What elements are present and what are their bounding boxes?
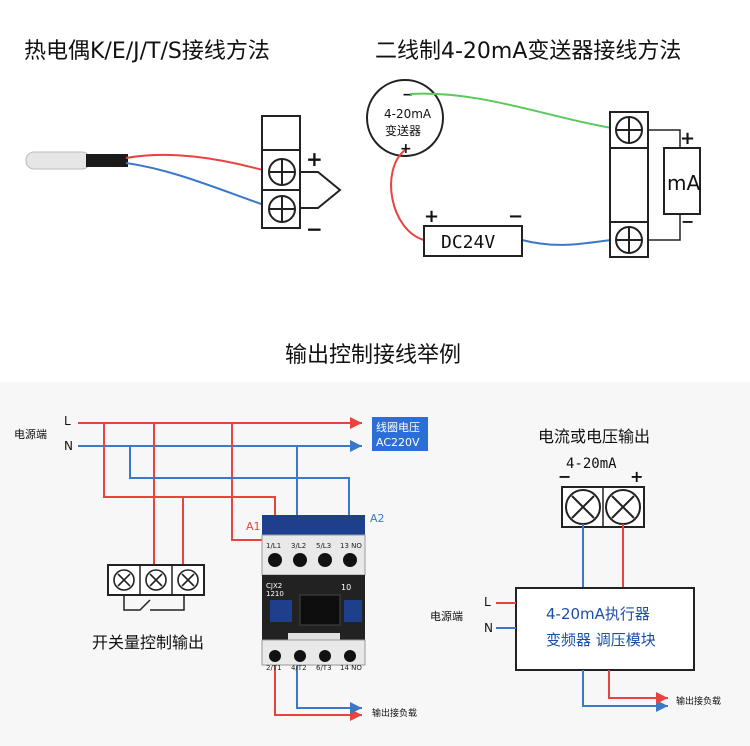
transmitter-blue-wire	[521, 239, 613, 246]
power-label-right: 电源端	[430, 609, 463, 623]
meter-wire-bottom	[648, 214, 681, 241]
terminal-screw-icon	[605, 489, 641, 525]
actuator-line1: 4-20mA执行器	[546, 605, 650, 623]
actuator-box: 4-20mA执行器 变频器 调压模块	[515, 587, 695, 671]
red-wire-a1	[231, 423, 262, 541]
title-output-control: 输出控制接线举例	[285, 343, 461, 368]
load-red-wire	[274, 660, 362, 721]
terminal-screw-icon	[268, 195, 296, 223]
contactor-model: CJX2	[266, 582, 282, 590]
label-N-left: N	[64, 439, 73, 453]
coil-voltage-label: 线圈电压 AC220V	[372, 417, 428, 451]
contactor-bottom-label-1: 2/T1	[266, 664, 282, 672]
meter-wire-top	[648, 129, 681, 148]
blue-wire-a	[129, 446, 350, 520]
analog-minus: −	[558, 467, 571, 486]
transmitter-plus: +	[400, 141, 412, 157]
contactor-bottom-label-2: 4/T2	[291, 664, 307, 672]
terminal-screw-icon	[113, 569, 135, 591]
transmitter-green-wire	[409, 92, 613, 129]
thermocouple-minus: −	[306, 217, 323, 241]
terminal-screw-icon	[565, 489, 601, 525]
title-two-wire: 二线制4-20mA变送器接线方法	[375, 39, 681, 64]
supply-plus: +	[424, 206, 439, 227]
analog-range: 4-20mA	[566, 456, 617, 472]
meter-plus: +	[680, 128, 695, 149]
transmitter-terminal-block	[609, 111, 649, 258]
dc24v-supply: DC24V + −	[423, 206, 523, 257]
supply-label: DC24V	[441, 232, 495, 253]
actuator-line2: 变频器 调压模块	[546, 631, 656, 649]
label-N-right: N	[484, 621, 493, 635]
right-load-red-wire	[608, 670, 668, 704]
contactor-device: 1/L1 3/L2 5/L3 13 NO 2/T1 4/T2 6/T3 14 N…	[261, 515, 366, 672]
ma-meter: mA + −	[663, 128, 701, 231]
supply-minus: −	[508, 206, 523, 227]
thermocouple-plus: +	[306, 147, 323, 171]
contactor-top-label-4: 13 NO	[340, 542, 362, 550]
label-L-left: L	[64, 414, 71, 428]
transmitter-label-2: 变送器	[385, 123, 421, 138]
label-L-right: L	[484, 595, 491, 609]
contactor-bottom-label-4: 14 NO	[340, 664, 362, 672]
label-A2: A2	[370, 512, 385, 525]
load-blue-wire	[296, 660, 362, 714]
contactor-model-2: 1210	[266, 590, 284, 598]
analog-output-title: 电流或电压输出	[538, 427, 650, 446]
switch-output-terminal	[107, 564, 205, 611]
terminal-screw-icon	[615, 116, 643, 144]
red-wire-a	[103, 423, 276, 520]
thermocouple-red-wire	[125, 153, 271, 173]
coil-voltage-line1: 线圈电压	[376, 420, 420, 434]
transmitter-label-1: 4-20mA	[384, 107, 432, 121]
thermocouple-probe	[25, 151, 128, 170]
load-output-right: 输出接负载	[676, 695, 721, 707]
terminal-screw-icon	[177, 569, 199, 591]
thermocouple-blue-wire	[125, 162, 271, 208]
coil-voltage-line2: AC220V	[376, 436, 420, 449]
terminal-screw-icon	[615, 226, 643, 254]
terminal-screw-icon	[268, 158, 296, 186]
switch-output-label: 开关量控制输出	[92, 633, 204, 652]
thermocouple-terminal-block	[261, 115, 301, 229]
meter-label: mA	[667, 171, 700, 195]
label-A1: A1	[246, 520, 261, 533]
load-output-left: 输出接负载	[372, 707, 417, 719]
terminal-screw-icon	[145, 569, 167, 591]
contactor-bottom-label-3: 6/T3	[316, 664, 332, 672]
analog-terminal-block	[561, 486, 645, 528]
contactor-top-label-2: 3/L2	[291, 542, 306, 550]
transmitter-circle: 4-20mA 变送器 − +	[366, 79, 444, 157]
meter-minus: −	[681, 212, 694, 231]
contactor-top-label-1: 1/L1	[266, 542, 281, 550]
transmitter-red-wire	[390, 149, 425, 241]
contactor-top-label-3: 5/L3	[316, 542, 331, 550]
power-label-left: 电源端	[14, 427, 47, 441]
contactor-number: 10	[341, 583, 351, 592]
transmitter-minus: −	[402, 87, 414, 103]
thermocouple-junction	[300, 171, 342, 209]
title-thermocouple: 热电偶K/E/J/T/S接线方法	[24, 39, 270, 64]
right-load-blue-wire	[582, 670, 668, 712]
analog-plus: +	[630, 467, 643, 486]
